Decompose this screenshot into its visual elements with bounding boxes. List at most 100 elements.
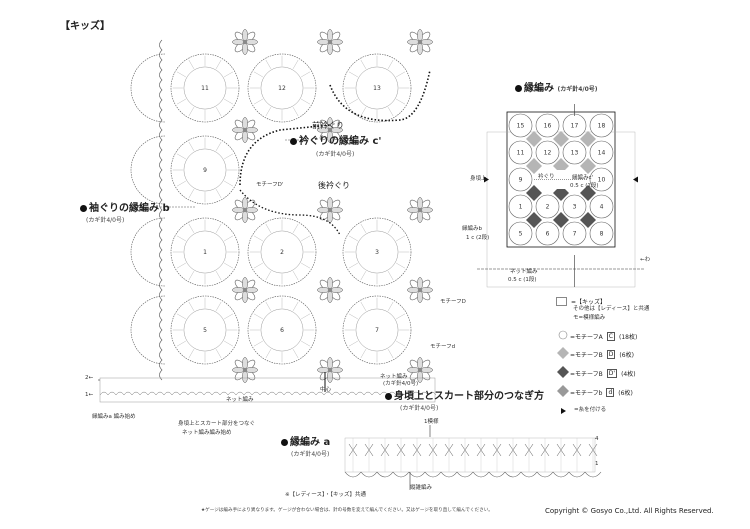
motif-bot-1-spoke [215,301,222,311]
footer-note: ★ゲージは編み手により異なります。ゲージが合わない場合は、針の号数を変えて編んで… [201,508,493,513]
chart-motif-num-12: 12 [544,150,552,157]
motif-top-2 [247,53,317,123]
label-neck: 衿ぐり [538,174,555,180]
motif-top-1-spoke [188,59,195,69]
edging-a-scallop [456,471,474,478]
motif-top-num-1: 11 [201,85,209,92]
legend-attach: =糸を付ける [574,407,607,413]
chart-motif-num-16: 16 [544,123,552,130]
motif-top-2-spoke [253,98,263,105]
motif-mid-1-spoke [215,223,222,233]
motif-mid-num-1: 1 [203,249,207,256]
front-neck-label: 前衿ぐり [312,121,344,130]
label-sleeve-sub: 1 c (2段) [466,235,490,241]
motif-left-9 [170,135,240,205]
motif-bot-num-1: 5 [203,327,207,334]
motif-mid-2-spoke [253,262,263,269]
join-section-title: 身頃上とスカート部分のつなぎ方 [385,392,544,402]
join-note-1: 身頃上とスカート部分をつなぐ [178,421,256,427]
net-arc [227,391,237,396]
motif-bot-1-spoke [176,313,186,320]
flower-motif-9 [232,277,258,303]
edging-a-scallop [344,471,362,478]
motif-mid-1-spoke [176,262,186,269]
net-arc [267,391,277,396]
motif-top-3-spoke [387,59,394,69]
motif-bot-1-inner [183,308,227,352]
motif-mid-2-spoke [292,223,299,233]
motif-bot-num-2: 6 [280,327,284,334]
net-arc [275,391,285,396]
motif-mid-num-3: 3 [375,249,379,256]
chart-motif-num-1: 1 [519,204,523,211]
legend-circle-icon [558,330,568,340]
net-arc [123,391,133,396]
flower-motif-3 [407,29,433,55]
chart-motif-9 [508,167,533,192]
chart-diamond [553,131,569,147]
legend-diamond-light-icon [557,347,569,359]
motif-bot-2-spoke [265,349,272,359]
motif-top-3-spoke [396,98,406,105]
motif-bot-2-spoke [292,349,299,359]
motif-bot-3-spoke [360,301,367,311]
flower-motif-13 [317,357,343,383]
motif-bot-3-inner [355,308,399,352]
edging-a-start: 縁編みa 編み始め [92,414,136,420]
motif-mid-1-spoke [176,235,186,242]
chart-motif-4 [589,194,614,219]
motif-left-9-spoke [188,141,195,151]
motif-mid-3-spoke [396,262,406,269]
legend-arrow-icon [561,408,566,414]
edging-a-title: 縁編み a [281,438,330,448]
back-neck-label: 後衿ぐり [318,181,350,190]
chart-arrow-right [633,176,638,183]
half-motif-2 [130,135,166,205]
flower-motif-14 [407,357,433,383]
motif-bot-2-spoke [301,313,311,320]
net-arc [427,391,437,396]
motif-top-2-spoke [292,59,299,69]
motif-mid-3 [342,217,412,287]
flower-motif-6 [232,197,258,223]
edging-a-scallop [520,471,538,478]
motif-top-3-spoke [348,71,358,78]
motif-top-1-spoke [215,59,222,69]
edging-a-scallop [552,471,570,478]
motif-bot-3-spoke [348,313,358,320]
chart-motif-num-3: 3 [573,204,577,211]
motif-mid-2-inner [260,230,304,274]
chart-motif-num-18: 18 [598,123,606,130]
net-band [99,377,436,403]
neck-edging-back [239,124,331,186]
net-arc [347,391,357,396]
net-arc [259,391,269,396]
chart-motif-num-2: 2 [546,204,550,211]
motif-bot-1-spoke [188,301,195,311]
net-arc [283,391,293,396]
motif-top-1-spoke [215,107,222,117]
chart-motif-num-14: 14 [598,150,606,157]
edging-a-scallop [424,471,442,478]
motif-mid-3-spoke [360,223,367,233]
motif-top-1-spoke [224,71,234,78]
edging-a-scallop [568,471,586,478]
motif-bot-1-spoke [224,340,234,347]
chart-motif-num-8: 8 [600,231,604,238]
motif-mid-1-inner [183,230,227,274]
motif-top-1-spoke [176,71,186,78]
motif-bot-3-spoke [396,313,406,320]
motif-top-3 [342,53,412,123]
net-arc [187,391,197,396]
motif-top-2-spoke [301,98,311,105]
motif-left-9-spoke [215,189,222,199]
footer-shared: ※【レディース】・【キッズ】共通 [285,492,366,498]
motif-top-2-inner [260,66,304,110]
label-net: ネット編み [510,269,538,275]
edging-a-scallop [392,471,410,478]
net-arc [403,391,413,396]
flower-motif-7 [317,197,343,223]
net-arc [291,391,301,396]
